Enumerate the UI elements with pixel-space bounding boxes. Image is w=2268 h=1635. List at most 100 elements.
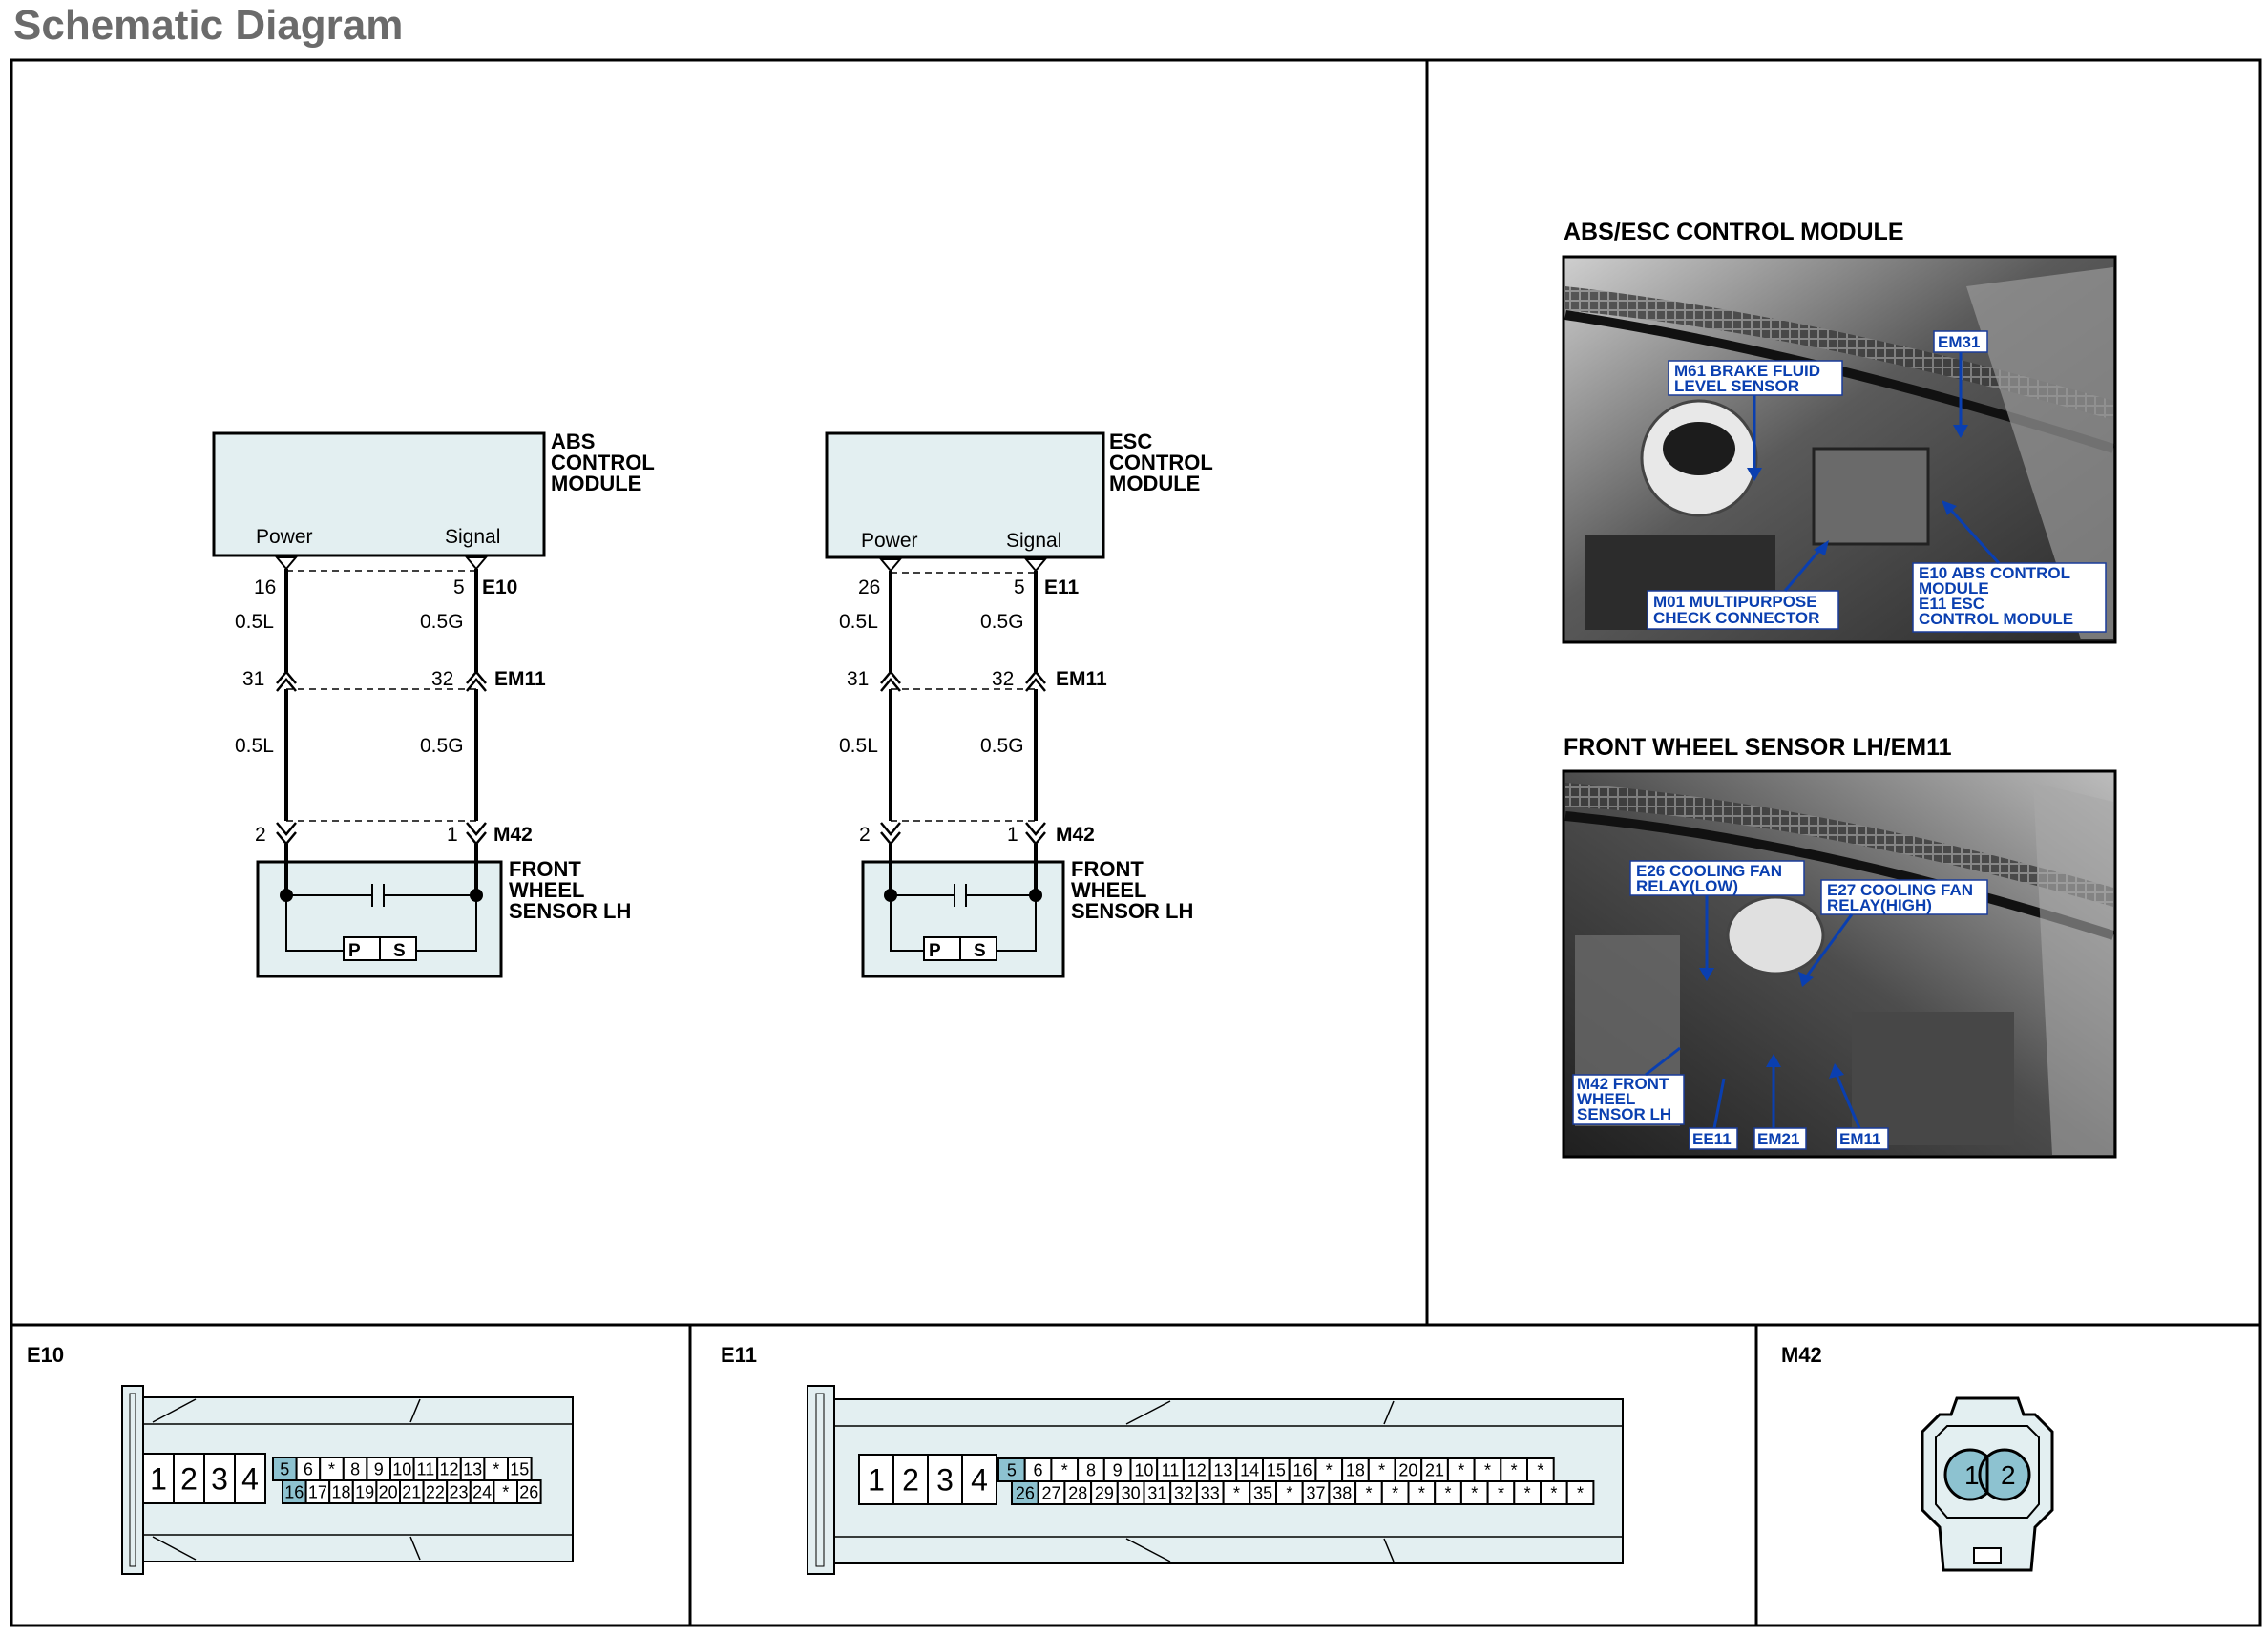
esc-pin-power: 26: [858, 576, 880, 598]
e11-pin-bottom-cell: [1540, 1480, 1568, 1505]
e10-pin-top-label: *: [328, 1459, 335, 1478]
e11-pin-bottom-cell: [1460, 1480, 1489, 1505]
photo-front-wheel-sensor: FRONT WHEEL SENSOR LH/EM11 E26 COOLING F…: [1562, 734, 2117, 1159]
e11-pin-bottom-label: 28: [1068, 1483, 1087, 1502]
esc-sensor-label: WHEEL: [1071, 878, 1146, 902]
abs-signal-label: Signal: [445, 526, 500, 548]
e10-pin-bottom-cell: [446, 1479, 472, 1504]
photo2-ee11: EE11: [1692, 1130, 1732, 1148]
photo2-e27: RELAY(HIGH): [1827, 896, 1932, 914]
e11-pin-top-label: 12: [1187, 1460, 1207, 1479]
esc-pin-bot: 1: [1007, 824, 1018, 846]
e11-pin-big-cell: [961, 1454, 998, 1505]
page-title: Schematic Diagram: [13, 2, 404, 49]
e11-pin-top-label: *: [1511, 1460, 1518, 1479]
esc-module-box: [825, 431, 1105, 559]
e11-pin-big-cell: [858, 1454, 894, 1505]
e11-pin-top-label: 21: [1425, 1460, 1444, 1479]
e11-pin-big-label: 3: [936, 1463, 954, 1498]
esc-sensor-label: SENSOR LH: [1071, 899, 1193, 923]
e11-pin-big-cell: [927, 1454, 963, 1505]
esc-module-label: ESC: [1109, 430, 1152, 453]
e10-pin-big-cell: [173, 1453, 205, 1504]
conn-e11-label: E11: [721, 1343, 757, 1367]
photo1-e10: MODULE: [1919, 579, 1989, 597]
photo2-e27: E27 COOLING FAN: [1827, 881, 1973, 899]
e11-pin-bottom-label: 32: [1174, 1483, 1193, 1502]
abs-wire-label: 0.5G: [420, 735, 464, 757]
photo1-e10: CONTROL MODULE: [1919, 610, 2073, 628]
e11-pin-top-label: 9: [1113, 1460, 1123, 1479]
e11-pin-top-label: *: [1326, 1460, 1333, 1479]
e10-pin-bottom-label: 23: [449, 1482, 468, 1501]
esc-pin-mid: 32: [992, 668, 1014, 690]
e10-pin-bottom-cell: [304, 1479, 331, 1504]
e10-pin-big-cell: [203, 1453, 236, 1504]
e11-pin-bottom-label: *: [1550, 1483, 1557, 1502]
e11-pin-bottom-label: 31: [1147, 1483, 1166, 1502]
e11-pin-top-label: 15: [1267, 1460, 1286, 1479]
abs-pin-mid: 32: [431, 668, 453, 690]
e11-pin-top-label: 18: [1346, 1460, 1365, 1479]
e11-pin-bottom-label: 35: [1253, 1483, 1272, 1502]
e11-pin-big-cell: [892, 1454, 929, 1505]
photo2-e26: RELAY(LOW): [1636, 877, 1738, 895]
e10-pin-top-label: 10: [392, 1459, 411, 1478]
abs-sensor-label: FRONT: [509, 857, 581, 881]
e11-pin-top-label: 10: [1134, 1460, 1153, 1479]
abs-pin-signal: 5: [453, 576, 465, 598]
e10-pin-bottom-cell: [328, 1479, 354, 1504]
e11-pin-top-label: *: [1537, 1460, 1544, 1479]
e11-pin-bottom-cell: [1328, 1480, 1357, 1505]
esc-sensor-s: S: [974, 941, 986, 961]
e11-pin-top-label: 8: [1086, 1460, 1096, 1479]
e10-pin-big-cell: [142, 1453, 175, 1504]
e11-pin-bottom-label: *: [1445, 1483, 1452, 1502]
photo-abs-esc-module: ABS/ESC CONTROL MODULE EM31 M61 BRAKE FL…: [1562, 219, 2117, 644]
e11-pin-bottom-label: *: [1498, 1483, 1504, 1502]
esc-power-label: Power: [861, 530, 918, 552]
abs-module-label: CONTROL: [551, 451, 655, 474]
e11-pin-bottom-cell: [1116, 1480, 1145, 1505]
e11-pin-bottom-label: *: [1471, 1483, 1478, 1502]
e10-pin-bottom-cell: [516, 1479, 542, 1504]
e10-pin-bottom-cell: [375, 1479, 401, 1504]
photo2-e26: E26 COOLING FAN: [1636, 862, 1782, 880]
esc-conn-em11: EM11: [1056, 668, 1107, 690]
abs-module-label: MODULE: [551, 472, 641, 495]
abs-power-label: Power: [256, 526, 313, 548]
e10-pin-top-label: 9: [374, 1459, 384, 1478]
e11-pin-bottom-cell: [1195, 1480, 1225, 1505]
e10-pin-top-label: 6: [304, 1459, 313, 1478]
esc-wire-label: 0.5L: [839, 735, 878, 757]
e10-pin-bottom-label: 18: [331, 1482, 350, 1501]
photo2-title: FRONT WHEEL SENSOR LH/EM11: [1564, 734, 1952, 761]
conn-m42-label: M42: [1781, 1343, 1822, 1367]
schematic-esc: ESC CONTROL MODULE Power Signal 26 5 E11…: [825, 430, 1213, 978]
photo1-m61: LEVEL SENSOR: [1674, 377, 1799, 395]
abs-conn-e10: E10: [482, 576, 517, 598]
e11-pin-bottom-label: *: [1286, 1483, 1292, 1502]
e10-pin-top-label: 8: [350, 1459, 360, 1478]
e10-pin-top-label: 5: [280, 1459, 289, 1478]
photo2-em21: EM21: [1757, 1130, 1799, 1148]
photo1-em31: EM31: [1938, 333, 1980, 351]
e10-pin-bottom-label: 19: [355, 1482, 374, 1501]
abs-conn-m42: M42: [494, 824, 533, 846]
e11-pin-bottom-label: *: [1365, 1483, 1372, 1502]
e10-pin-big-label: 1: [150, 1462, 167, 1497]
esc-pin-bot: 2: [859, 824, 871, 846]
m42-pin-label: 1: [1964, 1460, 1980, 1490]
e10-pin-bottom-label: 21: [402, 1482, 421, 1501]
esc-wire-label: 0.5G: [980, 735, 1024, 757]
abs-pin-power: 16: [254, 576, 276, 598]
e11-pin-bottom-cell: [1407, 1480, 1437, 1505]
e10-pin-bottom-cell: [422, 1479, 449, 1504]
abs-sensor-label: SENSOR LH: [509, 899, 631, 923]
e11-pin-bottom-label: 29: [1095, 1483, 1114, 1502]
photo2-m42: M42 FRONT: [1577, 1075, 1670, 1093]
page-frame: [10, 58, 2262, 1627]
e11-pin-top-label: 13: [1213, 1460, 1232, 1479]
